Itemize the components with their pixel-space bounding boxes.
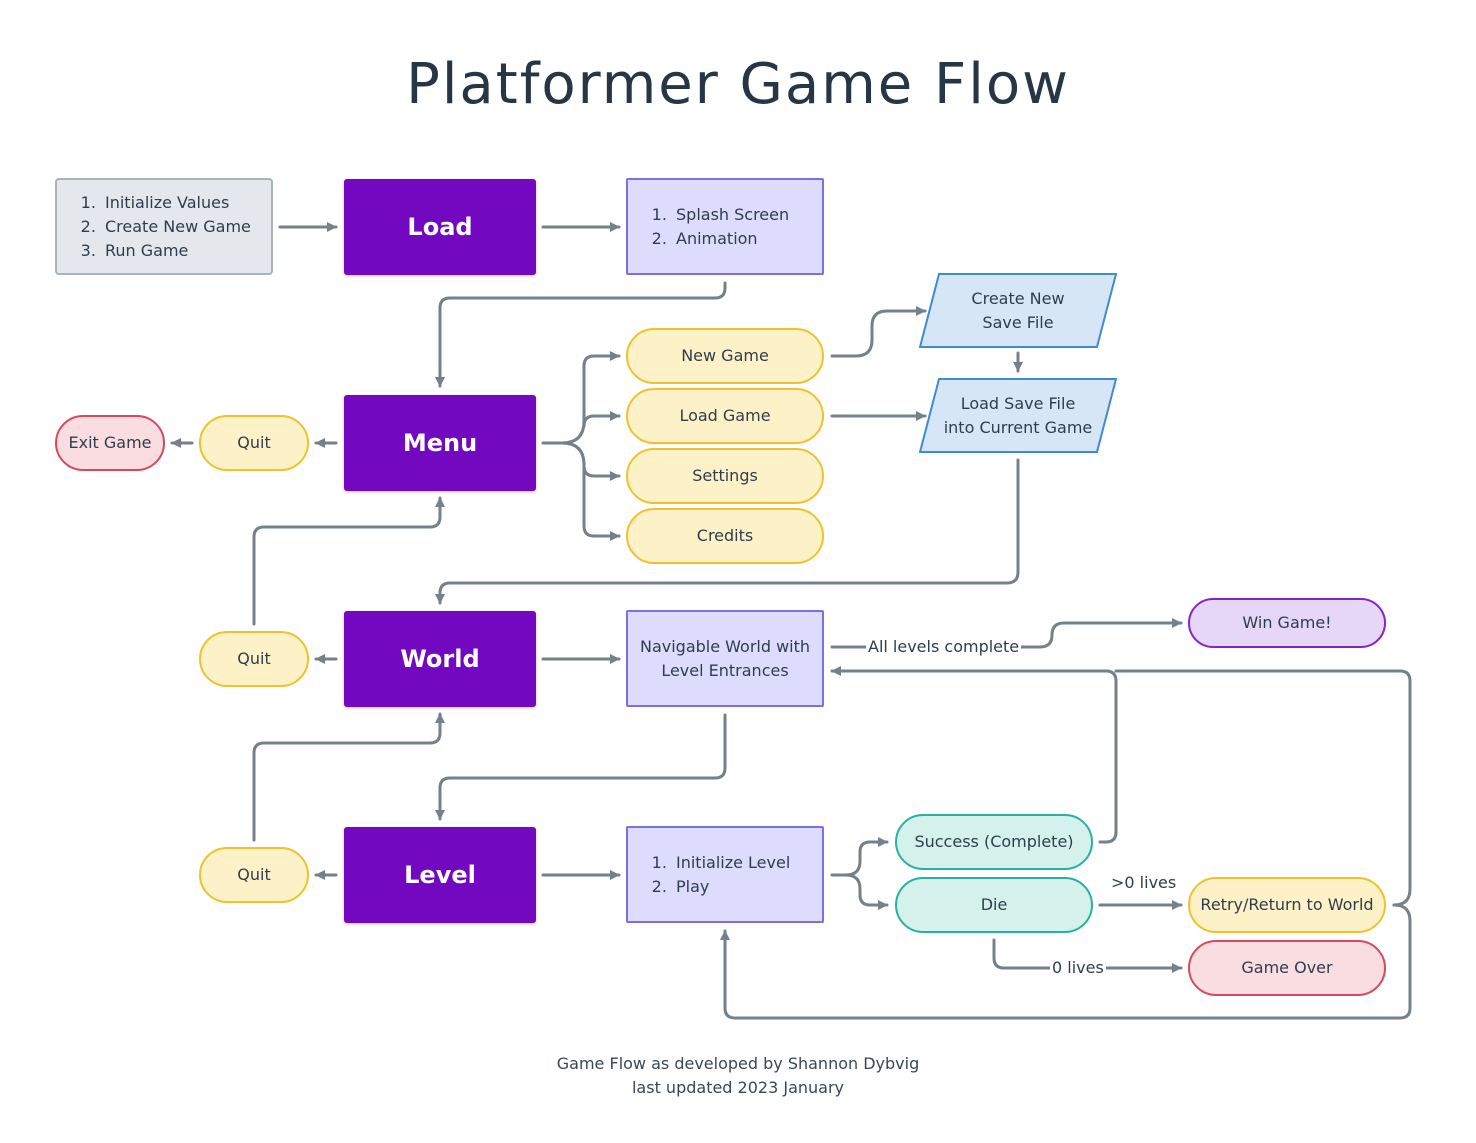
load-save-label: Load Save File into Current Game [943,393,1093,437]
arrow-init-to-die [844,873,889,910]
success-node: Success (Complete) [895,814,1093,870]
arrow-splash-to-menu [435,281,727,388]
init-step: Run Game [101,239,251,263]
win-game-node: Win Game! [1188,598,1386,648]
create-save-label: Create New Save File [971,288,1065,332]
load-node: Load [344,179,536,275]
arrow-navigable-to-level [435,713,727,821]
arrow-menu-to-credits [582,463,621,541]
arrow-world-quit-to-menu [252,496,445,626]
all-levels-complete-label: All levels complete [866,637,1022,657]
init-step: Initialize Values [101,191,251,215]
world-quit-node: Quit [199,631,309,687]
arrow-init-to-success [830,837,889,877]
splash-step: Splash Screen [672,203,789,227]
level-step: Play [672,875,790,899]
footer-line-2: last updated 2023 January [631,1078,845,1097]
arrow-success-to-navigable [830,666,1118,844]
footer-line-1: Game Flow as developed by Shannon Dybvig [556,1054,920,1073]
level-steps-box: Initialize Level Play [626,826,824,923]
credits-option: Credits [626,508,824,564]
arrow-menu-to-new-game [541,351,621,445]
new-game-option: New Game [626,328,824,384]
level-node: Level [344,827,536,923]
load-save-node: Load Save File into Current Game [919,378,1117,453]
settings-option: Settings [626,448,824,504]
arrow-menu-to-settings [560,441,621,481]
arrow-retry-to-world [1114,669,1412,907]
parallelogram-shape [919,273,1117,348]
splash-steps-box: Splash Screen Animation [626,178,824,275]
arrow-new-game-to-create-save [830,306,927,358]
parallelogram-shape [919,378,1117,453]
world-node: World [344,611,536,707]
navigable-world-box: Navigable World with Level Entrances [626,610,824,707]
arrow-load-save-to-world [435,458,1020,605]
arrow-level-quit-to-world [252,712,445,842]
arrow-navigable-to-win [830,618,1183,649]
die-node: Die [895,877,1093,933]
footer-credit: Game Flow as developed by Shannon Dybvig… [0,1052,1476,1100]
arrow-die-to-game-over [992,938,1183,973]
page-title: Platformer Game Flow [406,52,1070,117]
menu-node: Menu [344,395,536,491]
arrow-menu-to-load-game [582,411,621,428]
create-save-node: Create New Save File [919,273,1117,348]
arrow-retry-to-level [720,903,1412,1020]
init-steps-box: Initialize Values Create New Game Run Ga… [55,178,273,275]
retry-node: Retry/Return to World [1188,877,1386,933]
level-quit-node: Quit [199,847,309,903]
exit-game-node: Exit Game [55,415,165,471]
more-lives-label: >0 lives [1109,873,1179,893]
zero-lives-label: 0 lives [1050,958,1106,978]
menu-quit-node: Quit [199,415,309,471]
init-step: Create New Game [101,215,251,239]
level-step: Initialize Level [672,851,790,875]
game-over-node: Game Over [1188,940,1386,996]
splash-step: Animation [672,227,789,251]
load-game-option: Load Game [626,388,824,444]
